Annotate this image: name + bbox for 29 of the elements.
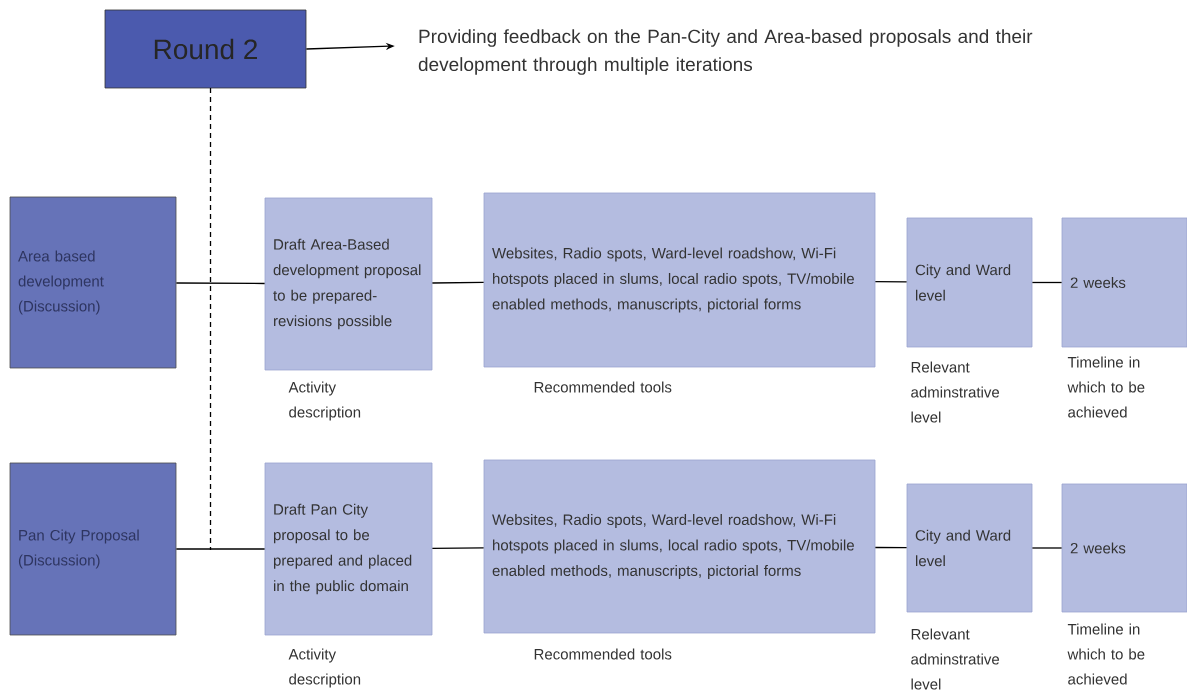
dashed-line — [209, 87, 212, 551]
column-caption: Activity description — [288, 648, 361, 688]
step-box: 2 weeks — [1061, 217, 1187, 348]
column-caption: Activity description — [288, 381, 361, 421]
round-box: Round 2 — [104, 9, 307, 89]
description-text: Providing feedback on the Pan-City and Area-based proposals and their development through multiple iterations — [418, 29, 1033, 75]
step-box: City and Ward level — [906, 483, 1033, 613]
step-box: City and Ward level — [906, 217, 1033, 348]
connector-line — [175, 282, 266, 285]
column-caption: Relevant adminstrative level — [911, 361, 1000, 423]
step-box: Draft Area-Based development proposal to be prepared-revisions possible — [264, 197, 433, 371]
category-box: Pan City Proposal (Discussion) — [9, 462, 177, 636]
category-box: Area based development (Discussion) — [9, 196, 177, 369]
connector-line — [874, 281, 908, 283]
column-caption: Recommended tools — [534, 381, 672, 393]
connector-line — [175, 548, 266, 550]
connector-line — [1031, 547, 1063, 549]
column-caption: Relevant adminstrative level — [911, 628, 1000, 690]
step-box: Websites, Radio spots, Ward-level roadshow, Wi-Fi hotspots placed in slums, local radio spots, TV/mobile enabled methods, manuscripts, pictorial forms — [483, 459, 876, 634]
step-box: Draft Pan City proposal to be prepared and placed in the public domain — [264, 462, 433, 636]
step-box: Websites, Radio spots, Ward-level roadshow, Wi-Fi hotspots placed in slums, local radio spots, TV/mobile enabled methods, manuscripts, pictorial forms — [483, 192, 876, 368]
connector-line — [1031, 281, 1063, 284]
connector-line — [874, 546, 908, 549]
connector-line — [431, 547, 485, 549]
column-caption: Recommended tools — [534, 648, 672, 660]
connector-line — [431, 281, 485, 284]
step-box: 2 weeks — [1061, 483, 1187, 613]
column-caption: Timeline in which to be achieved — [1067, 356, 1145, 418]
column-caption: Timeline in which to be achieved — [1067, 623, 1145, 685]
